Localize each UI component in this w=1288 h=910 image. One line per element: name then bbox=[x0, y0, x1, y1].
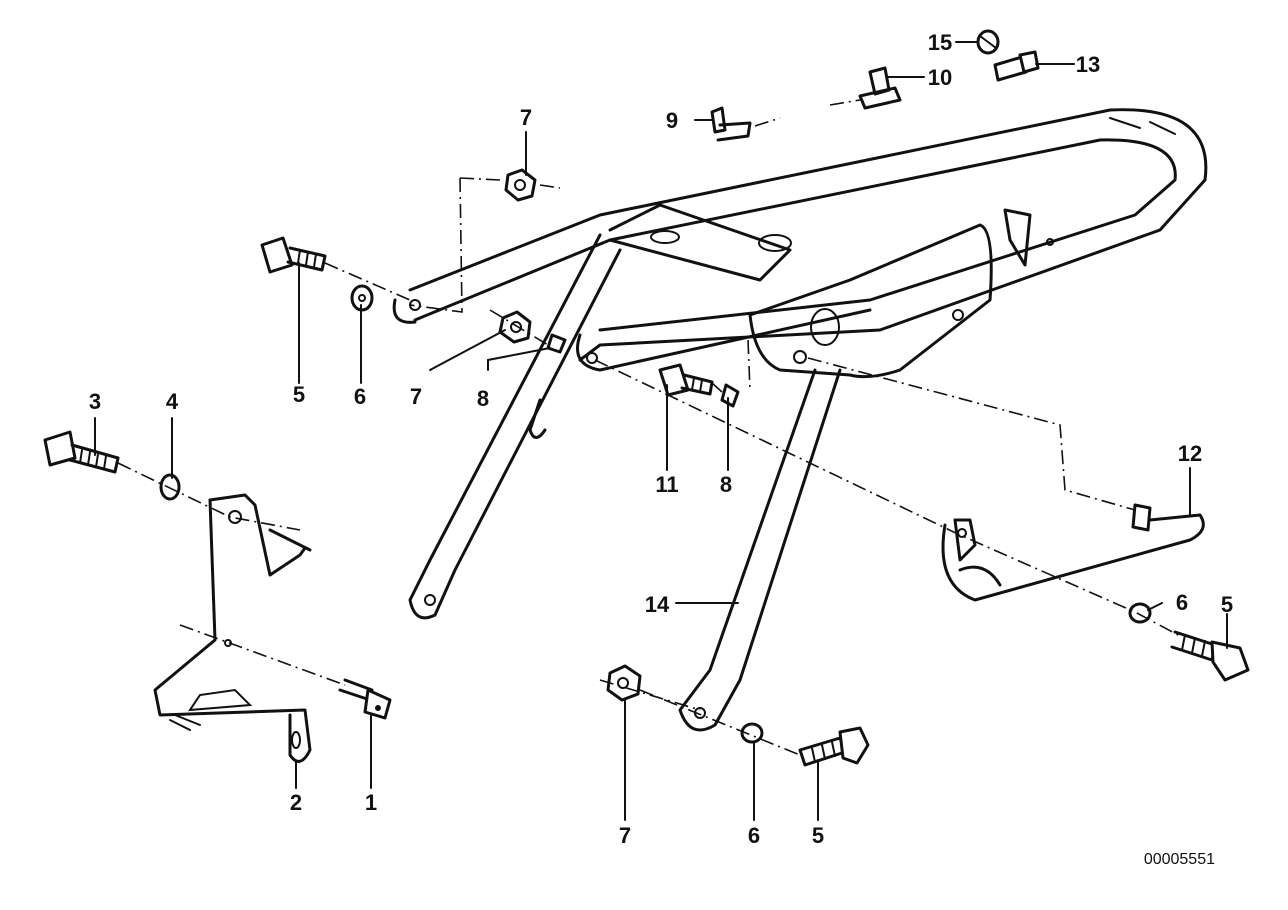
grab-handle bbox=[941, 503, 1205, 602]
washer-part-8-left bbox=[546, 333, 567, 354]
callout-6-upper: 6 bbox=[354, 384, 366, 409]
callout-3: 3 bbox=[89, 389, 101, 414]
callout-8-right: 8 bbox=[720, 472, 732, 497]
bracket-part-2 bbox=[153, 493, 312, 763]
washer-part-8-right bbox=[720, 383, 740, 408]
callout-8-left: 8 bbox=[477, 386, 489, 411]
washer-part-6-lower bbox=[740, 722, 764, 744]
bolt-part-5-lower bbox=[798, 726, 870, 767]
washer-part-6-handle bbox=[1128, 602, 1152, 624]
leader-lines bbox=[94, 41, 1228, 821]
right-strut bbox=[678, 368, 842, 732]
nut-part-7-bottom bbox=[606, 664, 642, 702]
nut-part-7-top bbox=[504, 168, 537, 202]
clip-part-10 bbox=[858, 66, 902, 110]
callout-5-upper: 5 bbox=[293, 382, 305, 407]
callout-15: 15 bbox=[928, 30, 952, 55]
bolt-part-5-handle bbox=[1170, 630, 1250, 682]
callout-10: 10 bbox=[928, 65, 952, 90]
left-strut bbox=[408, 233, 622, 620]
callout-5-handle: 5 bbox=[1221, 592, 1233, 617]
callout-1: 1 bbox=[365, 790, 377, 815]
cap-part-15 bbox=[976, 29, 1000, 55]
bolt-part-3 bbox=[43, 430, 120, 474]
clip-part-9 bbox=[710, 106, 752, 142]
callout-13: 13 bbox=[1076, 52, 1100, 77]
callout-7-top: 7 bbox=[520, 105, 532, 130]
callout-12: 12 bbox=[1178, 441, 1202, 466]
nut-part-7-middle bbox=[498, 310, 532, 344]
document-number: 00005551 bbox=[1144, 851, 1215, 868]
assembly-centerlines bbox=[117, 99, 1181, 756]
bolt-part-5-upper bbox=[260, 236, 327, 274]
callout-7-middle: 7 bbox=[410, 384, 422, 409]
stud-part-13 bbox=[993, 50, 1040, 82]
callout-11: 11 bbox=[655, 472, 678, 497]
callout-2: 2 bbox=[290, 790, 302, 815]
callout-7-bottom: 7 bbox=[619, 823, 631, 848]
callout-9: 9 bbox=[666, 108, 678, 133]
washer-part-4 bbox=[159, 473, 181, 501]
callout-6-lower: 6 bbox=[748, 823, 760, 848]
callout-4: 4 bbox=[166, 389, 179, 414]
callout-6-handle: 6 bbox=[1176, 590, 1188, 615]
rear-frame-loop bbox=[392, 108, 1208, 372]
callout-5-lower: 5 bbox=[812, 823, 824, 848]
callout-14: 14 bbox=[645, 592, 670, 617]
side-mounting-plate bbox=[748, 223, 993, 379]
callout-labels: 1 2 3 4 5 6 7 7 8 9 10 11 8 12 13 14 15 … bbox=[89, 30, 1233, 848]
bolt-part-1 bbox=[338, 678, 392, 720]
